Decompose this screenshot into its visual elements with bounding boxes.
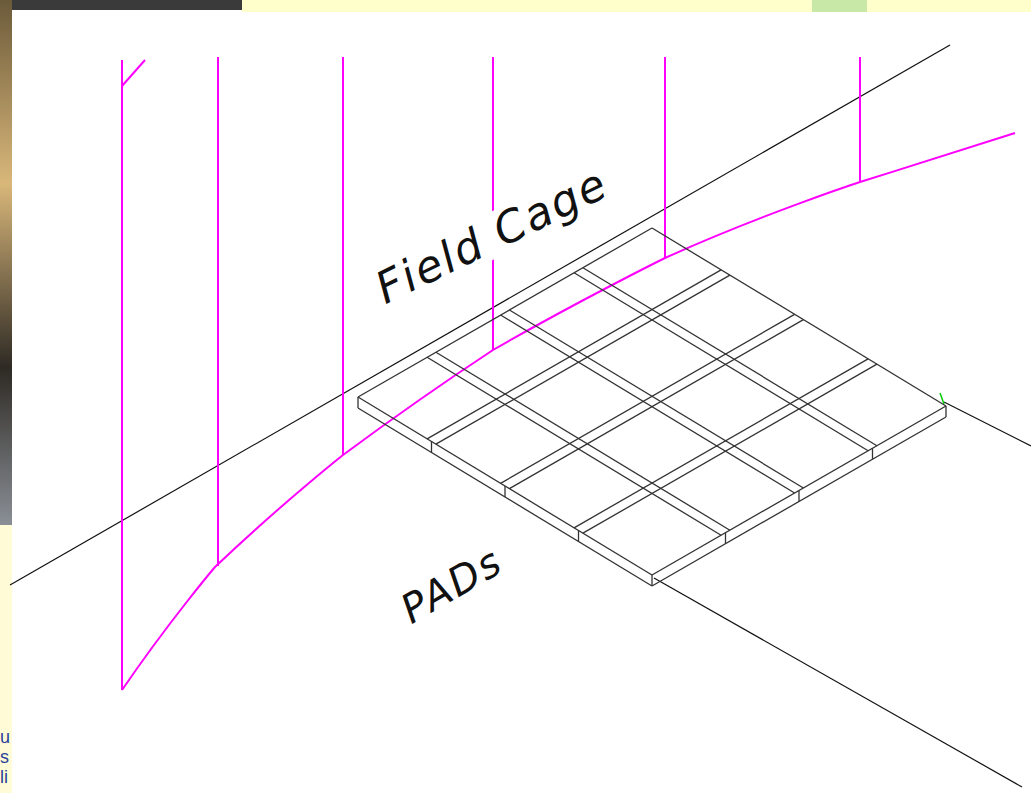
pad-edge bbox=[574, 359, 868, 528]
pad-edge bbox=[798, 491, 799, 502]
field-cage-strip bbox=[342, 57, 344, 455]
pad-edge bbox=[427, 270, 721, 439]
pad-edge bbox=[504, 486, 505, 497]
cage-edge-line bbox=[10, 45, 950, 585]
pad-edge bbox=[945, 406, 946, 417]
pad-edge bbox=[431, 442, 432, 453]
field-cage-strip bbox=[492, 57, 494, 350]
pad-edge bbox=[427, 357, 721, 535]
pad-edge bbox=[651, 575, 652, 586]
pad-edge bbox=[872, 448, 873, 459]
field-cage-strip bbox=[664, 57, 666, 258]
field-cage-strip bbox=[122, 60, 145, 86]
field-cage-curve bbox=[122, 133, 1015, 690]
field-cage-strip bbox=[121, 60, 123, 690]
pad-edge bbox=[652, 228, 946, 406]
pad-edge bbox=[358, 408, 652, 586]
pad-edge bbox=[509, 310, 803, 488]
cut-text: s bbox=[0, 748, 9, 766]
pad-edge bbox=[436, 275, 730, 444]
pad-edge bbox=[509, 320, 803, 489]
pad-edge bbox=[725, 533, 726, 544]
corner-mark bbox=[940, 393, 944, 404]
pad-edge bbox=[501, 314, 795, 483]
pad-edge bbox=[578, 531, 579, 542]
slide-ground bbox=[0, 525, 12, 793]
field-cage-strip bbox=[859, 57, 861, 182]
pad-edge bbox=[358, 397, 652, 575]
pad-edge bbox=[574, 273, 868, 451]
pad-edge bbox=[652, 406, 946, 575]
cut-text: li bbox=[0, 768, 8, 786]
pad-edge bbox=[652, 417, 946, 586]
field-cage-strip bbox=[217, 57, 219, 566]
part-label: PADs bbox=[392, 539, 512, 631]
floor-line bbox=[654, 578, 1022, 787]
photo-strip bbox=[0, 0, 12, 525]
photo-strip bbox=[12, 0, 242, 10]
slide-band bbox=[242, 0, 1031, 12]
pad-edge bbox=[501, 315, 795, 493]
pad-edge bbox=[436, 352, 730, 530]
pad-edge bbox=[357, 397, 358, 408]
pad-edge bbox=[583, 268, 877, 446]
pad-edge bbox=[583, 364, 877, 533]
cut-text: u bbox=[0, 728, 10, 746]
floor-line bbox=[944, 402, 1031, 446]
slide-patch bbox=[812, 0, 867, 12]
